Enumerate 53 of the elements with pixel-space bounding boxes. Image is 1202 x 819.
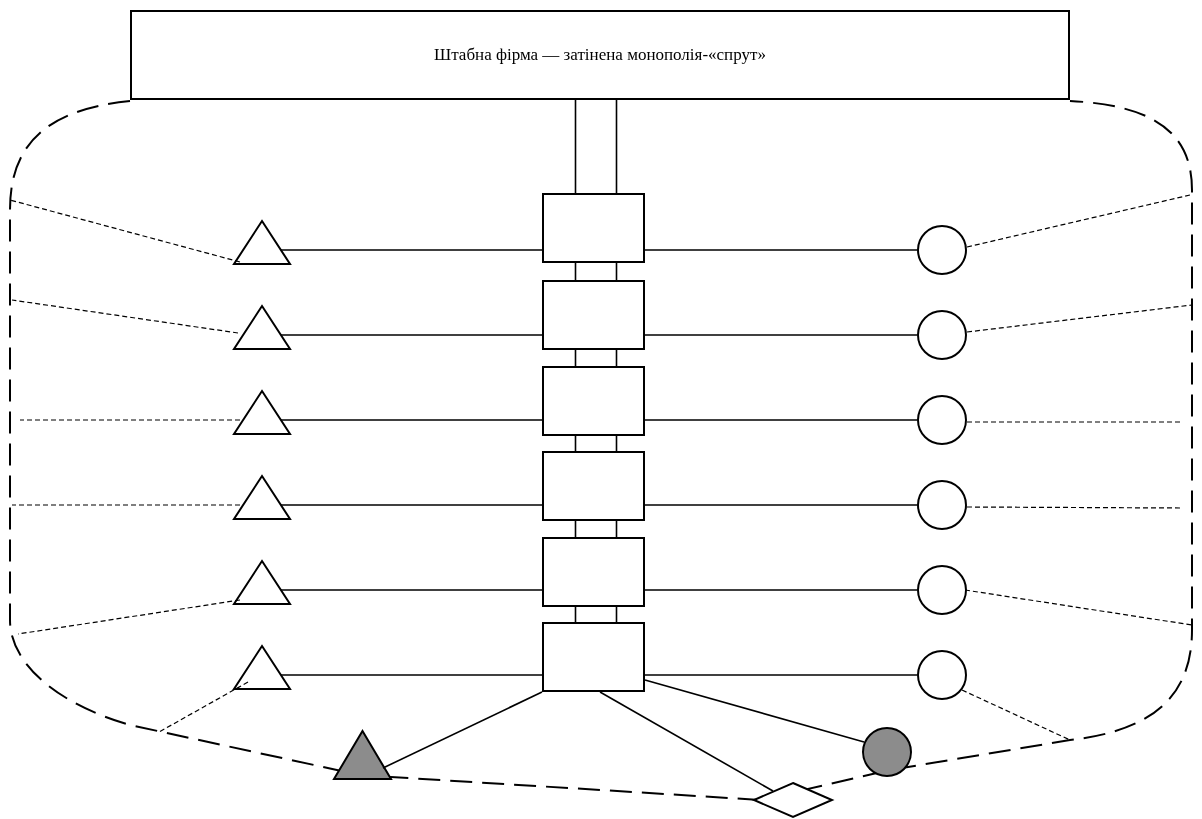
connector-line	[599, 691, 774, 792]
dashed-line	[11, 504, 241, 506]
triangle-shape	[233, 305, 291, 350]
connector-line	[644, 679, 865, 743]
connector-line	[280, 249, 543, 251]
dashed-line	[966, 304, 1193, 333]
dashed-line	[17, 599, 241, 635]
diamond-shape	[753, 782, 833, 818]
square-box	[542, 366, 645, 436]
dashed-line	[9, 199, 241, 263]
dashed-line	[19, 419, 241, 421]
dashed-line	[961, 689, 1071, 741]
double-line	[574, 262, 618, 281]
connector-line	[644, 419, 918, 421]
square-box	[542, 193, 645, 263]
circle-shape	[917, 565, 967, 615]
connector-line	[280, 674, 543, 676]
dashed-line	[966, 506, 1183, 509]
square-box	[542, 622, 645, 692]
connector-line	[644, 249, 918, 251]
connector-line	[644, 334, 918, 336]
dashed-line	[966, 421, 1181, 423]
double-line	[574, 435, 618, 452]
triangle-shape	[233, 390, 291, 435]
circle-shape	[917, 395, 967, 445]
connector-line	[644, 589, 918, 591]
connector-line	[644, 674, 918, 676]
triangle-shape	[233, 220, 291, 265]
dashed-line	[11, 299, 239, 334]
square-box	[542, 280, 645, 350]
connector-line	[644, 504, 918, 506]
dashed-line	[159, 681, 249, 733]
header-box: Штабна фірма — затінена монополія-«спрут»	[130, 10, 1070, 100]
connector-line	[280, 419, 543, 421]
circle-shape	[917, 480, 967, 530]
circle-shape	[917, 225, 967, 275]
double-line	[574, 99, 618, 194]
circle-shape	[917, 310, 967, 360]
square-box	[542, 451, 645, 521]
double-line	[574, 520, 618, 538]
connector-line	[280, 589, 543, 591]
connector-line	[280, 334, 543, 336]
triangle-shape	[233, 645, 291, 690]
double-line	[574, 349, 618, 367]
dashed-line	[964, 589, 1193, 626]
triangle-shape	[233, 475, 291, 520]
connector-line	[382, 691, 543, 769]
double-line	[574, 606, 618, 623]
triangle-shape	[233, 560, 291, 605]
dashed-line	[966, 194, 1191, 248]
square-box	[542, 537, 645, 607]
connector-line	[280, 504, 543, 506]
circle-shape	[917, 650, 967, 700]
